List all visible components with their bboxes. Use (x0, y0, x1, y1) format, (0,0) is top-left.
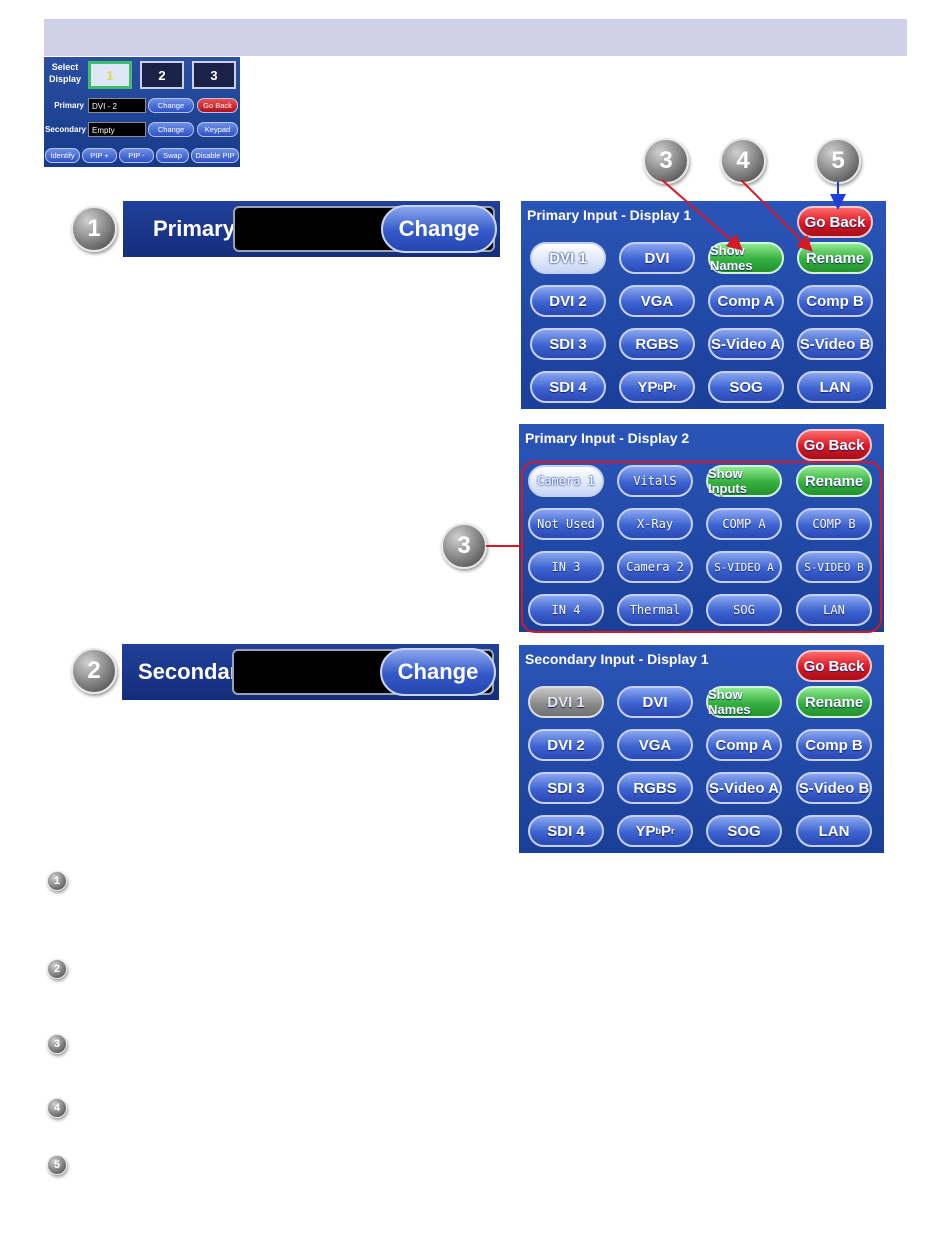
mini-primary-change-button[interactable]: Change (148, 98, 194, 113)
mini-secondary-field: Empty (88, 122, 146, 137)
mini-control-panel: Select Display 1 2 3 Primary DVI - 2 Cha… (44, 57, 240, 167)
legend-circle-3: 3 (47, 1034, 67, 1054)
legend-circle-4: 4 (47, 1098, 67, 1118)
display-2-button[interactable]: 2 (140, 61, 184, 89)
mini-primary-label: Primary (54, 101, 84, 110)
callout-5-circle: 5 (815, 138, 861, 184)
mini-identify-button[interactable]: Identify (45, 148, 80, 163)
panel1-svideo-a-button[interactable]: S-Video A (708, 328, 784, 360)
legend-circle-1: 1 (47, 871, 67, 891)
panel2-camera2-button[interactable]: Camera 2 (617, 551, 693, 583)
panel3-lan-button[interactable]: LAN (796, 815, 872, 847)
panel3-svideo-a-button[interactable]: S-Video A (706, 772, 782, 804)
panel1-comp-b-button[interactable]: Comp B (797, 285, 873, 317)
panel3-dvi2-button[interactable]: DVI 2 (528, 729, 604, 761)
panel3-rgbs-button[interactable]: RGBS (617, 772, 693, 804)
panel3-comp-a-button[interactable]: Comp A (706, 729, 782, 761)
panel2-highlight-box (521, 461, 882, 633)
panel2-svideo-a-button[interactable]: S-VIDEO A (706, 551, 782, 583)
panel2-not-used-button[interactable]: Not Used (528, 508, 604, 540)
callout-1-circle: 1 (71, 206, 117, 252)
panel2-vitals-button[interactable]: VitalS (617, 465, 693, 497)
panel3-go-back-button[interactable]: Go Back (796, 650, 872, 682)
panel1-sdi4-button[interactable]: SDI 4 (530, 371, 606, 403)
panel1-vga-button[interactable]: VGA (619, 285, 695, 317)
panel3-dvi1-button[interactable]: DVI 1 (528, 686, 604, 718)
panel1-dvi2-button[interactable]: DVI 2 (530, 285, 606, 317)
mini-secondary-change-button[interactable]: Change (148, 122, 194, 137)
panel3-dvi-button[interactable]: DVI (617, 686, 693, 718)
panel3-comp-b-button[interactable]: Comp B (796, 729, 872, 761)
panel1-dvi1-button[interactable]: DVI 1 (530, 242, 606, 274)
legend-circle-5: 5 (47, 1155, 67, 1175)
secondary-change-button[interactable]: Change (380, 648, 496, 696)
panel3-title: Secondary Input - Display 1 (525, 651, 709, 667)
panel2-rename-button[interactable]: Rename (796, 465, 872, 497)
mini-primary-field: DVI - 2 (88, 98, 146, 113)
select-display-label: Select Display (48, 62, 81, 84)
panel3-svideo-b-button[interactable]: S-Video B (796, 772, 872, 804)
arrow-3 (661, 179, 744, 251)
panel2-svideo-b-button[interactable]: S-VIDEO B (796, 551, 872, 583)
mini-go-back-button[interactable]: Go Back (197, 98, 238, 113)
panel2-go-back-button[interactable]: Go Back (796, 429, 872, 461)
callout-2-circle: 2 (71, 648, 117, 694)
panel3-rename-button[interactable]: Rename (796, 686, 872, 718)
display-1-button[interactable]: 1 (88, 61, 132, 89)
panel1-lan-button[interactable]: LAN (797, 371, 873, 403)
mini-keypad-button[interactable]: Keypad (197, 122, 238, 137)
panel2-comp-a-button[interactable]: COMP A (706, 508, 782, 540)
panel1-sdi3-button[interactable]: SDI 3 (530, 328, 606, 360)
panel2-title: Primary Input - Display 2 (525, 430, 690, 446)
panel3-sdi3-button[interactable]: SDI 3 (528, 772, 604, 804)
panel2-sog-button[interactable]: SOG (706, 594, 782, 626)
panel3-sdi4-button[interactable]: SDI 4 (528, 815, 604, 847)
mini-pip-plus-button[interactable]: PIP + (82, 148, 117, 163)
panel3-sog-button[interactable]: SOG (706, 815, 782, 847)
primary-change-button[interactable]: Change (381, 205, 497, 253)
legend-circle-2: 2 (47, 959, 67, 979)
panel1-rgbs-button[interactable]: RGBS (619, 328, 695, 360)
panel3-vga-button[interactable]: VGA (617, 729, 693, 761)
panel2-xray-button[interactable]: X-Ray (617, 508, 693, 540)
mini-pip-minus-button[interactable]: PIP - (119, 148, 154, 163)
panel2-show-inputs-button[interactable]: Show Inputs (706, 465, 782, 497)
callout-3-circle: 3 (643, 138, 689, 184)
panel1-go-back-button[interactable]: Go Back (797, 206, 873, 238)
primary-strip: Primary Change (123, 201, 500, 257)
panel2-comp-b-button[interactable]: COMP B (796, 508, 872, 540)
mini-disable-pip-button[interactable]: Disable PIP (191, 148, 239, 163)
panel2-thermal-button[interactable]: Thermal (617, 594, 693, 626)
panel2-camera1-button[interactable]: Camera 1 (528, 465, 604, 497)
secondary-strip: Secondary Change (122, 644, 499, 700)
arrow-4 (740, 179, 813, 252)
primary-strip-label: Primary (153, 216, 235, 241)
panel3-show-names-button[interactable]: Show Names (706, 686, 782, 718)
panel1-dvi-button[interactable]: DVI (619, 242, 695, 274)
panel2-in3-button[interactable]: IN 3 (528, 551, 604, 583)
panel1-title: Primary Input - Display 1 (527, 207, 692, 223)
panel1-svideo-b-button[interactable]: S-Video B (797, 328, 873, 360)
header-bar (44, 19, 907, 56)
panel1-rename-button[interactable]: Rename (797, 242, 873, 274)
panel-primary-display-2: Primary Input - Display 2 Go Back Camera… (519, 424, 884, 633)
panel2-in4-button[interactable]: IN 4 (528, 594, 604, 626)
panel2-lan-button[interactable]: LAN (796, 594, 872, 626)
secondary-strip-label: Secondary (138, 659, 251, 684)
panel1-comp-a-button[interactable]: Comp A (708, 285, 784, 317)
mini-secondary-label: Secondary (45, 125, 86, 134)
display-3-button[interactable]: 3 (192, 61, 236, 89)
callout-4-circle: 4 (720, 138, 766, 184)
panel-primary-display-1: Primary Input - Display 1 Go Back DVI 1 … (521, 201, 886, 409)
panel-secondary-display-1: Secondary Input - Display 1 Go Back DVI … (519, 645, 884, 853)
panel1-sog-button[interactable]: SOG (708, 371, 784, 403)
mini-swap-button[interactable]: Swap (156, 148, 189, 163)
